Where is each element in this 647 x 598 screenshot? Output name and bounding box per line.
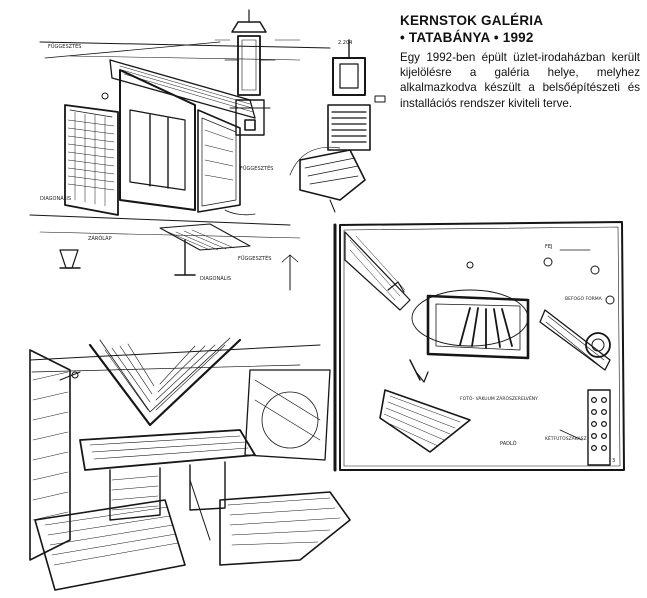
sketch-large-perspective [29, 337, 351, 591]
label-befogo-forma: BEFOGÓ FORMA [565, 295, 603, 302]
label-fuggesztes-2: FÜGGESZTÉS [238, 254, 271, 262]
label-sheet-number: 3 [612, 458, 615, 464]
label-diagonalis-2: DIAGONÁLIS [40, 195, 71, 202]
label-fuggesztes-3: FÜGGESZTÉS [240, 164, 273, 172]
sketch-gallery-perspective [29, 41, 331, 291]
label-2204: 2.204 [338, 40, 352, 46]
label-fuggesztes-1: FÜGGESZTÉS [48, 42, 81, 50]
caption-title-line1: KERNSTOK GALÉRIA [400, 13, 544, 28]
sketch-annotations: FÜGGESZTÉS 2.204 FÜGGESZTÉS ZÁRÓLÁP DIAG… [40, 40, 615, 464]
caption-title-line2: • TATABÁNYA • 1992 [400, 30, 534, 45]
label-fej: FEJ [545, 244, 553, 250]
label-padlo: PADLÓ [500, 440, 517, 447]
label-foto-vakuum: FOTÓ- VÁKUUM ZÁRÓSZERELVÉNY [460, 394, 538, 402]
label-diagonalis-1: DIAGONÁLIS [200, 275, 231, 282]
label-ketfutoszakasz: KÉTFUTÓSZAKASZ [545, 434, 587, 442]
label-zarolap: ZÁRÓLÁP [88, 235, 112, 242]
caption-body: Egy 1992-ben épült üzlet-irodaházban ker… [400, 51, 640, 110]
sketch-floor-plan [333, 221, 625, 472]
caption-block: KERNSTOK GALÉRIA • TATABÁNYA • 1992 Egy … [400, 12, 640, 111]
sketch-lamp-details [214, 9, 386, 213]
